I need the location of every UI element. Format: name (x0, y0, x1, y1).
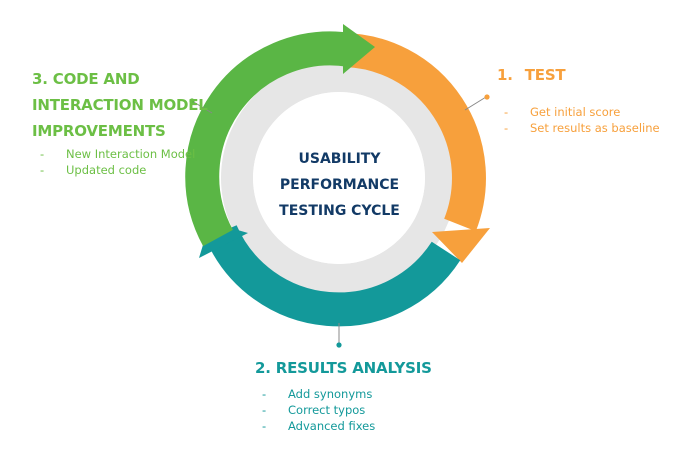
test-arc-orange (344, 33, 486, 232)
cycle-background-ring (221, 60, 457, 296)
step2-connector (336, 323, 342, 348)
step1-number: 1. (497, 66, 513, 84)
step2-list: Add synonyms Correct typos Advanced fixe… (262, 386, 375, 434)
step3-title: 3. CODE AND INTERACTION MODEL IMPROVEMEN… (32, 66, 222, 144)
step3-title-line-2: INTERACTION MODEL (32, 96, 208, 114)
list-item: Add synonyms (262, 386, 375, 402)
improvements-arc-green (185, 31, 353, 247)
list-item: New Interaction Model (40, 146, 195, 162)
cycle-center-title: USABILITY PERFORMANCE TESTING CYCLE (262, 146, 417, 224)
step1-title: 1. TEST (497, 62, 566, 88)
list-item: Get initial score (504, 104, 660, 120)
cycle-center-disk (253, 92, 425, 264)
step3-title-line-1: 3. CODE AND (32, 70, 140, 88)
list-item: Correct typos (262, 402, 375, 418)
list-item: Set results as baseline (504, 120, 660, 136)
list-item: Updated code (40, 162, 195, 178)
step3-connector (189, 98, 213, 114)
improvements-arrowhead-green (343, 24, 375, 74)
center-title-line-2: PERFORMANCE (279, 177, 400, 193)
test-arrowhead-orange (432, 228, 490, 263)
analysis-arc-teal (205, 224, 461, 327)
step1-title-text: TEST (524, 66, 566, 84)
step3-title-line-3: IMPROVEMENTS (32, 122, 166, 140)
list-item: Advanced fixes (262, 418, 375, 434)
step1-connector (464, 94, 490, 111)
step3-list: New Interaction Model Updated code (40, 146, 195, 178)
step2-title: 2. RESULTS ANALYSIS (255, 359, 432, 377)
step1-list: Get initial score Set results as baselin… (504, 104, 660, 136)
center-title-line-3: TESTING CYCLE (279, 203, 400, 219)
center-title-line-1: USABILITY (298, 151, 381, 167)
